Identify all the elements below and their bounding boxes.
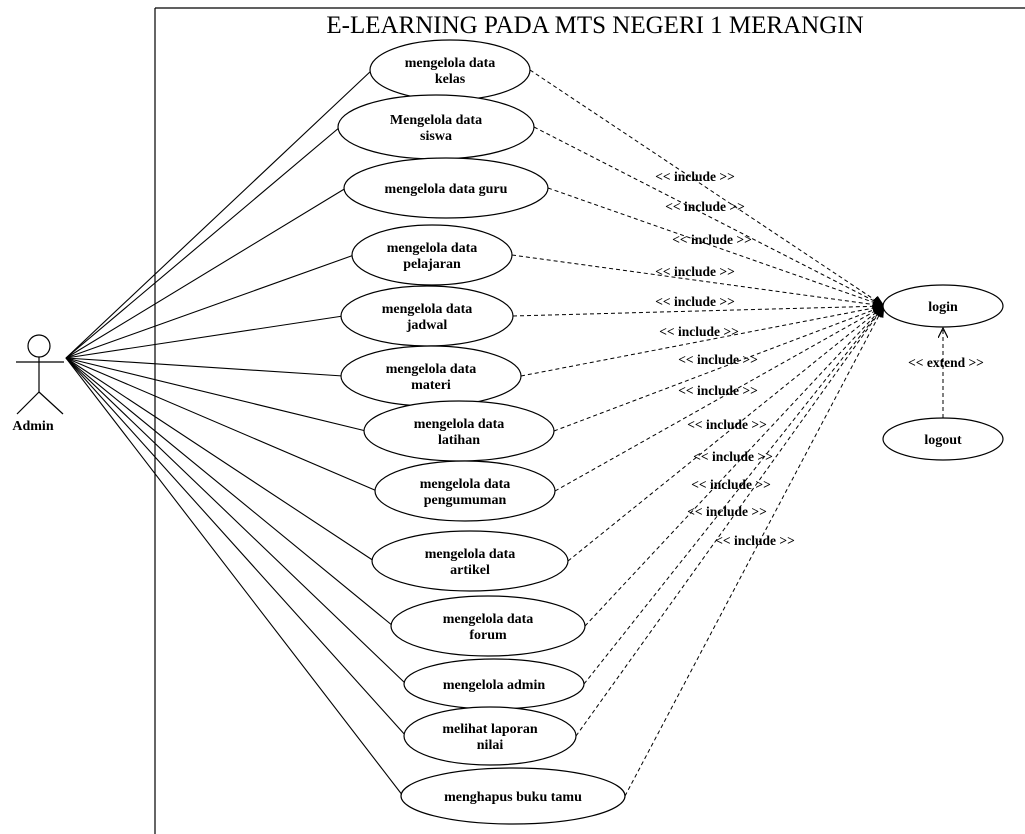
uc-pengumuman-ellipse (374, 460, 556, 522)
uc-guru[interactable]: mengelola data guru (343, 157, 549, 219)
uc-kelas-label-line-2: kelas (435, 72, 466, 87)
uc-pengumuman-label-line-1: mengelola data (420, 477, 511, 492)
include-label-uc-latihan: << include >> (678, 352, 758, 367)
include-label-uc-artikel: << include >> (687, 417, 767, 432)
association-uc-bukutamu (65, 357, 404, 797)
uc-pengumuman-label-line-2: pengumuman (424, 493, 507, 508)
include-label-uc-admin: << include >> (691, 477, 771, 492)
association-uc-jadwal (65, 315, 344, 359)
include-label-uc-forum: << include >> (693, 449, 773, 464)
association-uc-latihan (65, 357, 367, 432)
uc-kelas-label-line-1: mengelola data (405, 56, 496, 71)
uc-pelajaran-label-line-2: pelajaran (403, 257, 461, 272)
uc-login-label-line-1: login (928, 300, 958, 315)
actor-label: Admin (12, 419, 53, 434)
include-label-uc-materi: << include >> (659, 324, 739, 339)
diagram-title: E-LEARNING PADA MTS NEGERI 1 MERANGIN (326, 12, 863, 39)
association-uc-pelajaran (65, 254, 355, 359)
uc-logout-ellipse (882, 417, 1004, 461)
uc-admin[interactable]: mengelola admin (403, 658, 585, 710)
uc-logout-label-line-1: logout (924, 433, 962, 448)
uc-guru-label-line-1: mengelola data guru (385, 182, 508, 197)
include-arrow-uc-artikel (567, 305, 885, 562)
uc-pelajaran-label-line-1: mengelola data (387, 241, 478, 256)
include-arrow-uc-siswa (533, 126, 885, 307)
include-label-uc-pengumuman: << include >> (678, 383, 758, 398)
actor-right-leg (38, 391, 64, 415)
uc-latihan-label-line-2: latihan (438, 433, 480, 448)
association-uc-guru (65, 187, 347, 359)
include-labels: << include >> << include >> << include >> <… (655, 169, 984, 548)
uc-login[interactable]: login (882, 284, 1004, 328)
include-arrow-uc-kelas (529, 69, 885, 307)
include-arrow-uc-forum (584, 305, 885, 627)
association-uc-laporan (65, 357, 407, 737)
include-dependencies (511, 69, 943, 797)
uc-forum-ellipse (390, 595, 586, 657)
uc-artikel-label-line-1: mengelola data (425, 547, 516, 562)
include-label-uc-bukutamu: << include >> (715, 533, 795, 548)
association-uc-siswa (65, 126, 341, 359)
actor-left-leg (16, 391, 40, 415)
include-label-uc-kelas: << include >> (655, 169, 735, 184)
include-label-uc-siswa: << include >> (665, 199, 745, 214)
uc-guru-ellipse (343, 157, 549, 219)
include-arrow-uc-materi (520, 303, 885, 377)
uc-forum-label-line-2: forum (469, 628, 507, 643)
uc-materi-label-line-2: materi (411, 378, 451, 393)
association-uc-admin (65, 357, 407, 685)
association-uc-pengumuman (65, 357, 378, 492)
uc-login-ellipse (882, 284, 1004, 328)
uc-laporan-label-line-2: nilai (477, 738, 504, 753)
uc-bukutamu-label-line-1: menghapus buku tamu (444, 790, 582, 805)
extend-label: << extend >> (908, 355, 984, 370)
uc-siswa-label-line-1: Mengelola data (390, 113, 482, 128)
uc-admin-label-line-1: mengelola admin (443, 678, 545, 693)
include-label-uc-guru: << include >> (672, 232, 752, 247)
uc-laporan-label-line-1: melihat laporan (442, 722, 537, 737)
uc-artikel-ellipse (371, 530, 569, 592)
uc-bukutamu[interactable]: menghapus buku tamu (400, 767, 626, 825)
association-uc-materi (65, 357, 344, 377)
include-arrow-uc-jadwal (512, 301, 885, 317)
include-arrow-uc-laporan (575, 305, 885, 737)
admin-actor: Admin (12, 334, 64, 434)
association-uc-kelas (65, 69, 373, 359)
uc-siswa-label-line-2: siswa (420, 129, 452, 144)
uc-jadwal-label-line-1: mengelola data (382, 302, 473, 317)
uc-pelajaran-ellipse (351, 224, 513, 286)
uc-logout[interactable]: logout (882, 417, 1004, 461)
uc-latihan-label-line-1: mengelola data (414, 417, 505, 432)
association-lines (65, 69, 407, 797)
include-arrow-uc-admin (583, 305, 885, 685)
uc-bukutamu-ellipse (400, 767, 626, 825)
association-uc-artikel (65, 357, 375, 562)
uc-laporan-ellipse (403, 706, 577, 766)
uc-forum-label-line-1: mengelola data (443, 612, 534, 627)
uc-jadwal-label-line-2: jadwal (406, 318, 448, 333)
include-label-uc-pelajaran: << include >> (655, 264, 735, 279)
actor-head (27, 334, 51, 358)
include-arrow-uc-bukutamu (624, 305, 885, 797)
uc-artikel-label-line-2: artikel (450, 563, 490, 578)
uc-materi-label-line-1: mengelola data (386, 362, 477, 377)
include-arrow-uc-latihan (553, 305, 885, 432)
association-uc-forum (65, 357, 394, 627)
include-arrow-uc-guru (547, 187, 885, 308)
include-label-uc-jadwal: << include >> (655, 294, 735, 309)
include-label-uc-laporan: << include >> (687, 504, 767, 519)
